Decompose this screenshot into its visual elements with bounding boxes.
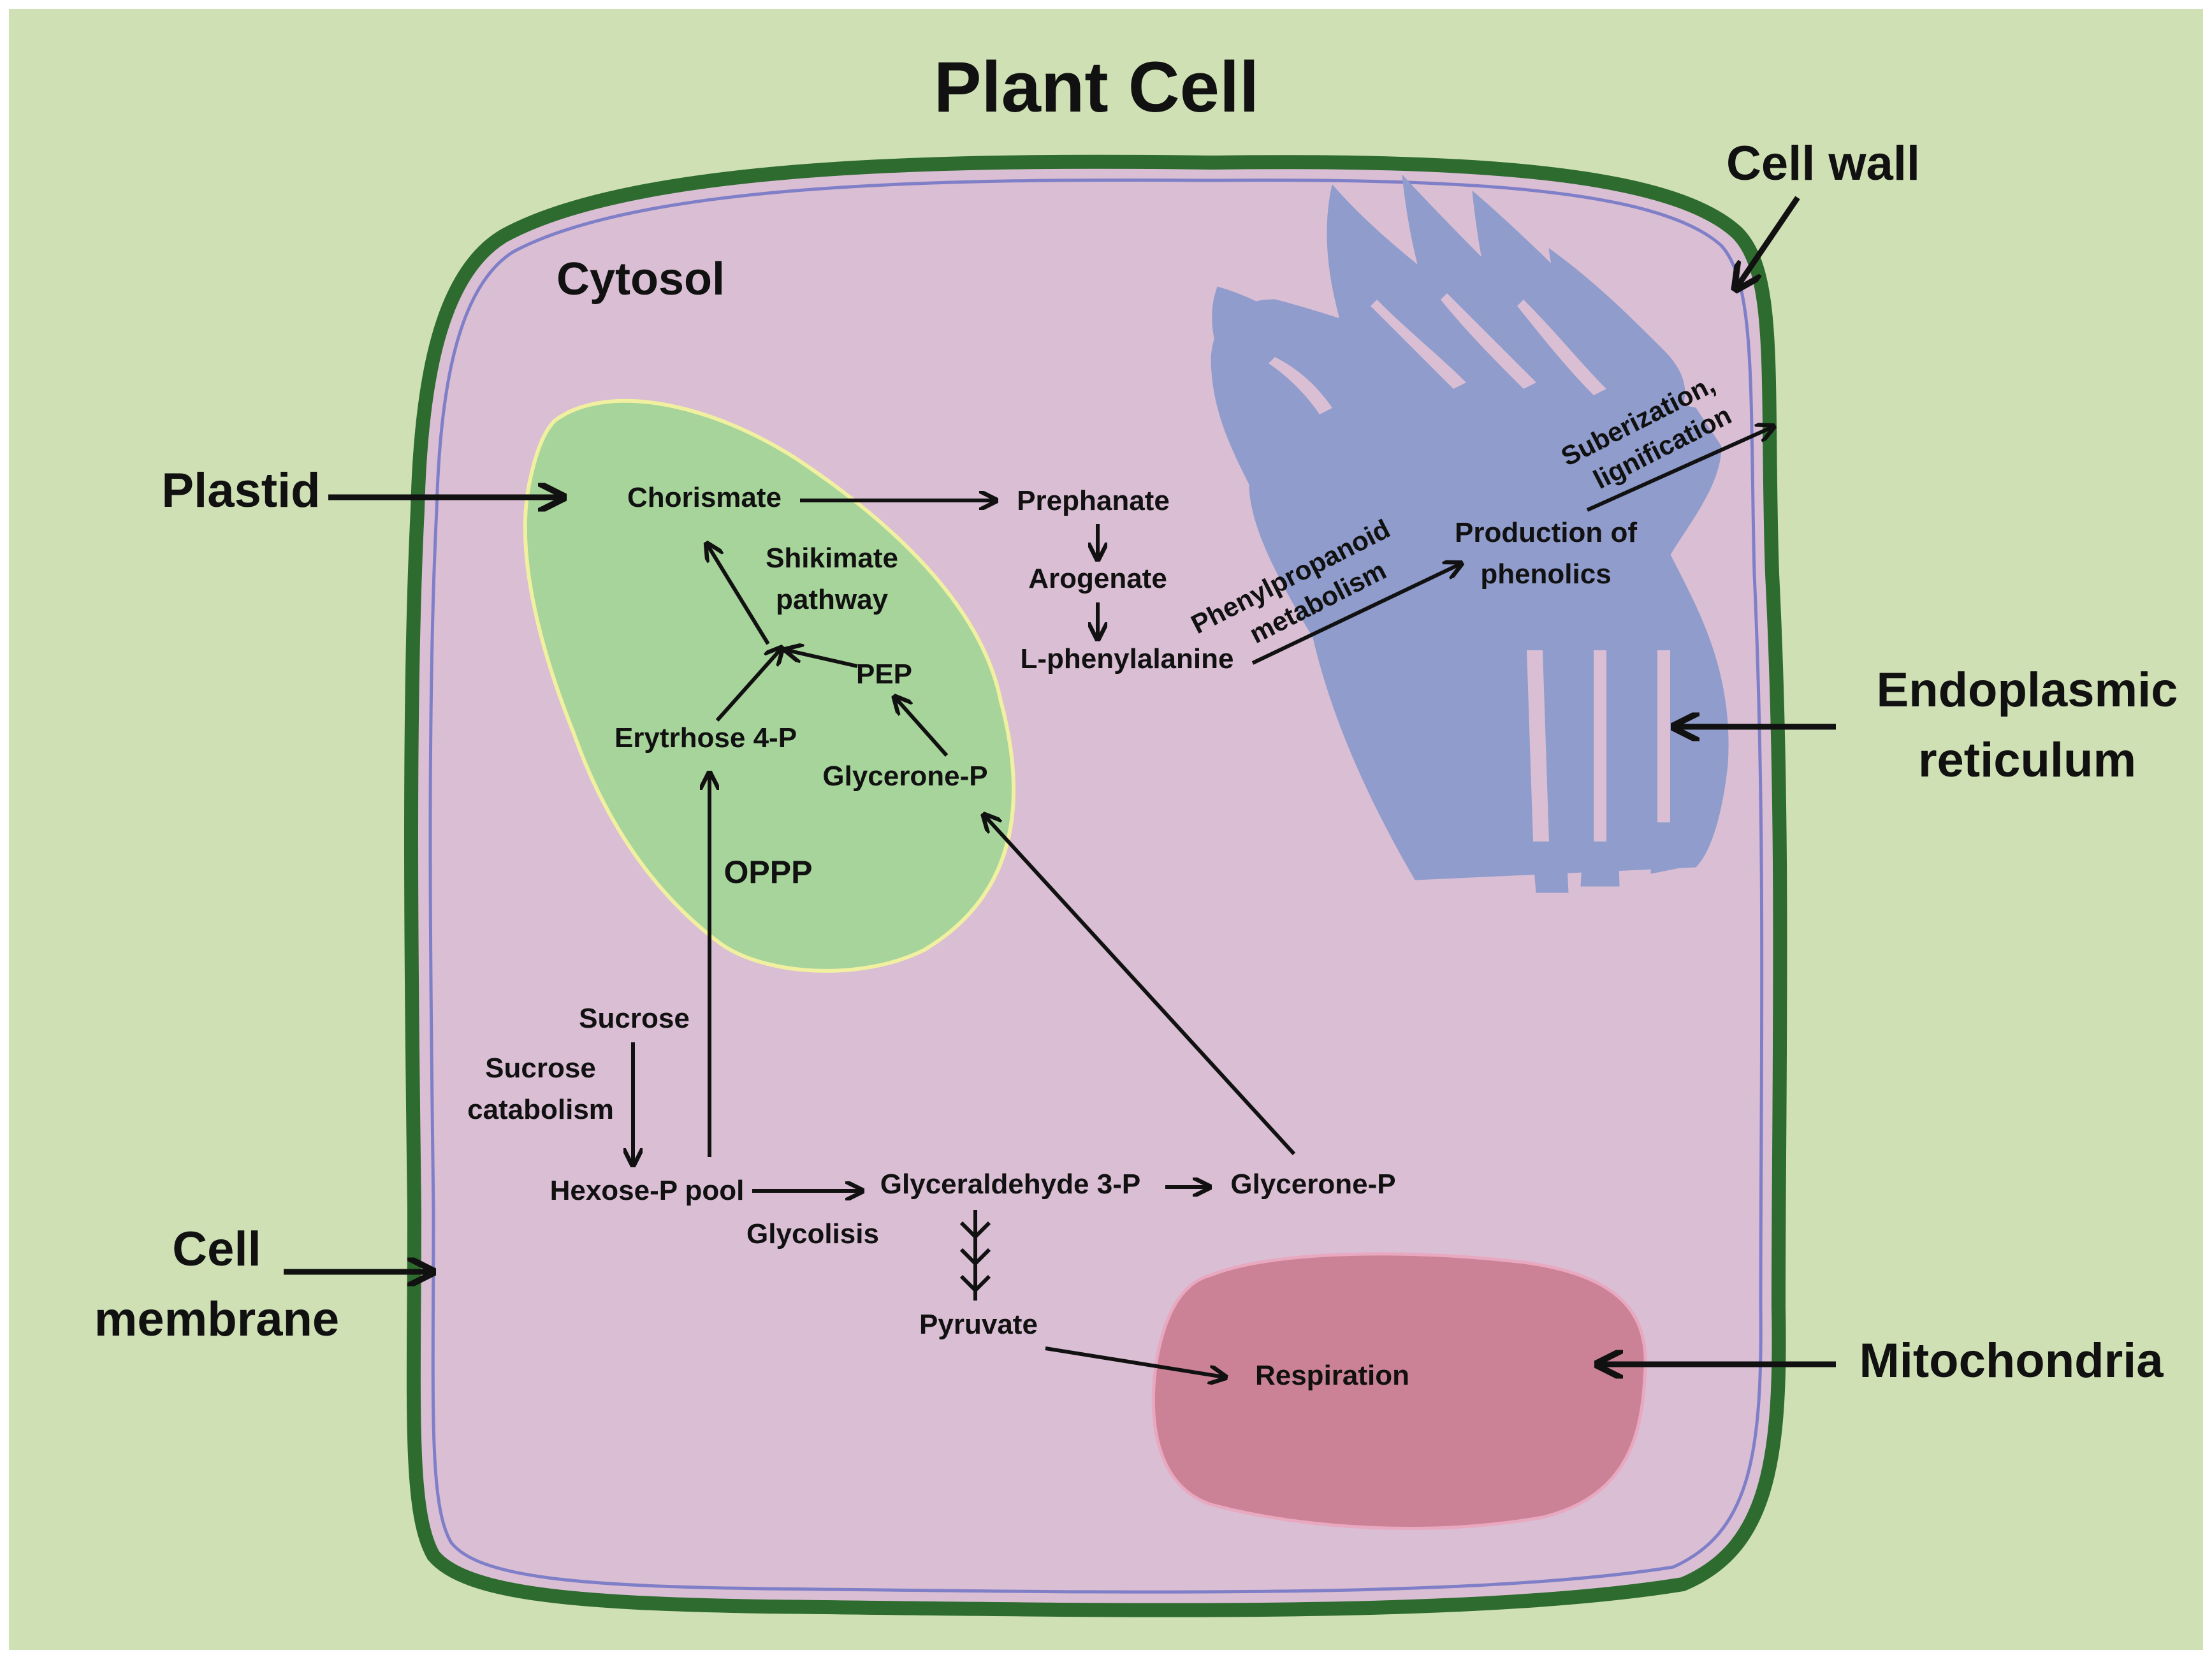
arrow-erythrose-shikimate (715, 649, 781, 722)
node-production-line2: phenolics (1480, 558, 1611, 590)
mitochondria (1151, 1252, 1647, 1530)
arrowhead-glycolysis-2 (959, 1248, 991, 1267)
node-respiration: Respiration (1255, 1360, 1409, 1391)
label-glycolisis: Glycolisis (746, 1218, 879, 1250)
node-glycerone-plastid: Glycerone-P (822, 761, 987, 792)
er-channels (1269, 293, 1670, 842)
label-plastid: Plastid (161, 463, 320, 518)
arrow-shikimate-chorismate (708, 545, 770, 645)
node-sucrose: Sucrose (579, 1003, 690, 1034)
label-shikimate-line2: pathway (776, 584, 889, 615)
arrow-glycerone-cytosol-plastid (985, 816, 1296, 1156)
label-sucrose-catabolism-line1: Sucrose (485, 1053, 596, 1084)
label-sucrose-catabolism-line2: catabolism (467, 1094, 614, 1125)
label-er-line2: reticulum (1918, 733, 2136, 787)
arrow-glycerone-pep (896, 698, 949, 757)
label-cytosol: Cytosol (557, 254, 725, 305)
pathway-arrows (633, 427, 1772, 1377)
label-shikimate-line1: Shikimate (766, 543, 898, 574)
arrowhead-glycolysis-1 (959, 1221, 991, 1240)
node-arogenate: Arogenate (1028, 563, 1167, 594)
label-mitochondria: Mitochondria (1859, 1334, 2164, 1388)
node-pep: PEP (856, 659, 912, 690)
node-chorismate: Chorismate (627, 482, 782, 513)
node-pyruvate: Pyruvate (919, 1309, 1038, 1340)
label-membrane-line2: membrane (94, 1292, 339, 1346)
label-oppp: OPPP (724, 854, 813, 890)
arrow-pyruvate-respiration (1045, 1346, 1224, 1377)
arrow-cell-wall (1737, 196, 1800, 287)
arrow-pep-shikimate (787, 650, 858, 668)
label-cell-wall: Cell wall (1726, 136, 1920, 191)
node-phenylalanine: L-phenylalanine (1021, 643, 1234, 674)
node-glyceraldehyde: Glyceraldehyde 3-P (880, 1169, 1140, 1200)
arrowhead-glycolysis-3 (959, 1274, 991, 1294)
arrow-production-cellwall (1586, 427, 1772, 512)
node-prephanate: Prephanate (1017, 485, 1170, 516)
node-production-line1: Production of (1455, 517, 1637, 548)
cell-membrane (428, 178, 1764, 1594)
arrow-phenylalanine-production (1251, 564, 1460, 665)
diagram-title: Plant Cell (934, 47, 1259, 127)
node-hexose-pool: Hexose-P pool (550, 1175, 745, 1206)
node-glycerone-cytosol: Glycerone-P (1230, 1169, 1395, 1200)
label-membrane-line1: Cell (172, 1222, 261, 1276)
label-er-line1: Endoplasmic (1877, 663, 2178, 717)
plastid (523, 398, 1016, 973)
node-erythrose: Erytrhose 4-P (615, 722, 797, 754)
